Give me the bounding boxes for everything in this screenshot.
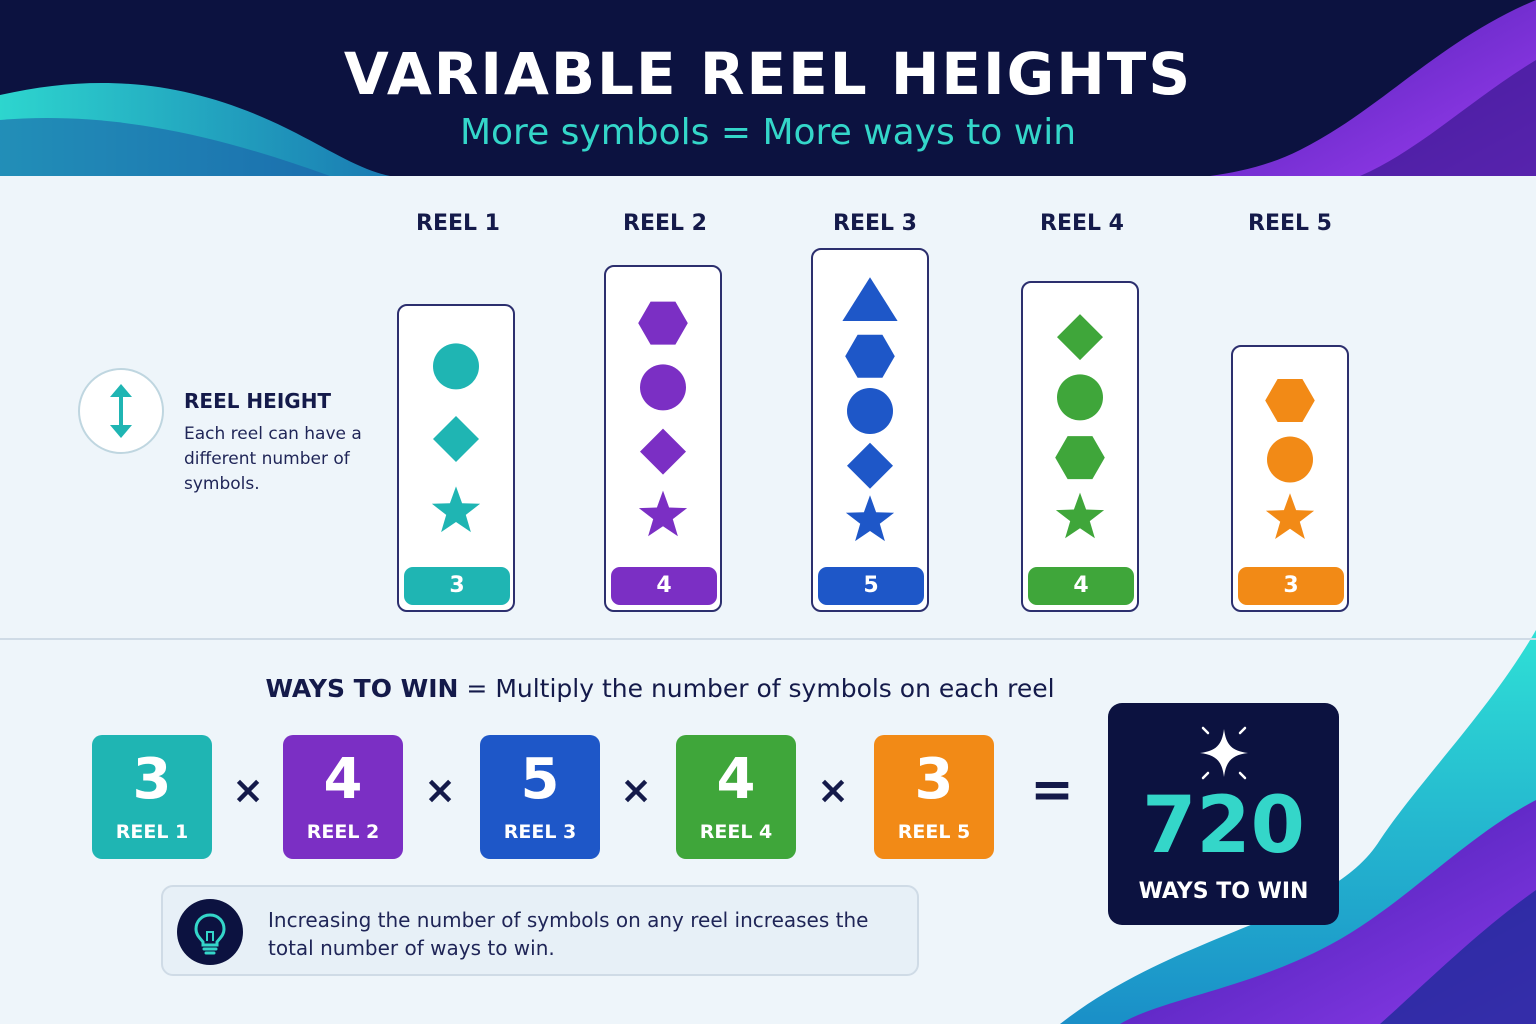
formula-box-reel-1: 3 REEL 1 (92, 735, 212, 859)
hexagon-symbol (638, 301, 688, 345)
reel-label-1: REEL 1 (416, 211, 500, 236)
circle-symbol (433, 343, 479, 390)
diamond-symbol (640, 428, 686, 475)
result-label: WAYS TO WIN (1138, 879, 1309, 904)
star-symbol (431, 486, 481, 533)
triangle-symbol (842, 277, 898, 321)
vertical-arrows-icon (78, 368, 164, 454)
reel-2: 4 (604, 265, 722, 612)
formula-label-5: REEL 5 (897, 821, 971, 843)
reel-4-count: 4 (1028, 567, 1134, 605)
formula-value-3: 5 (520, 747, 560, 812)
circle-symbol (1267, 436, 1313, 483)
equals-sign: = (1030, 760, 1074, 820)
lightbulb-icon (177, 899, 243, 965)
multiply-sign: × (424, 768, 456, 812)
reel-label-2: REEL 2 (623, 211, 707, 236)
star-symbol (638, 490, 688, 537)
formula-box-reel-3: 5 REEL 3 (480, 735, 600, 859)
multiply-sign: × (232, 768, 264, 812)
reel-3-symbols (842, 277, 898, 542)
page-subtitle: More symbols = More ways to win (459, 112, 1077, 153)
reel-label-5: REEL 5 (1248, 211, 1332, 236)
multiply-sign: × (817, 768, 849, 812)
reel-5-count: 3 (1238, 567, 1344, 605)
hexagon-symbol (1055, 436, 1105, 480)
result-box: 720 WAYS TO WIN (1108, 703, 1339, 925)
reel-2-symbols (638, 301, 688, 537)
formula-title-bold: WAYS TO WIN (265, 674, 459, 703)
reel-label-4: REEL 4 (1040, 211, 1124, 236)
tip-box: Increasing the number of symbols on any … (161, 885, 919, 976)
header-banner: VARIABLE REEL HEIGHTS More symbols = Mor… (0, 0, 1536, 176)
formula-title: WAYS TO WIN = Multiply the number of sym… (0, 674, 1320, 703)
formula-box-reel-5: 3 REEL 5 (874, 735, 994, 859)
reel-4-symbols (1055, 314, 1105, 539)
star-symbol (845, 495, 895, 542)
hexagon-symbol (845, 334, 895, 378)
reel-1-count: 3 (404, 567, 510, 605)
tip-text: Increasing the number of symbols on any … (268, 908, 869, 960)
formula-value-2: 4 (323, 747, 363, 812)
formula-box-reel-4: 4 REEL 4 (676, 735, 796, 859)
reel-height-description: Each reel can have a different number of… (184, 424, 362, 494)
reel-1-symbols (431, 343, 481, 533)
star-symbol (1055, 492, 1105, 539)
hexagon-symbol (1265, 379, 1315, 422)
reel-label-3: REEL 3 (833, 211, 917, 236)
formula-value-1: 3 (132, 747, 172, 812)
page-title: VARIABLE REEL HEIGHTS (343, 40, 1193, 108)
formula-label-1: REEL 1 (115, 821, 189, 843)
diamond-symbol (1057, 314, 1103, 361)
reel-1: 3 (397, 304, 515, 612)
formula-value-5: 3 (914, 747, 954, 812)
reel-height-title: REEL HEIGHT (184, 389, 332, 413)
star-symbol (1265, 493, 1315, 539)
formula-box-reel-2: 4 REEL 2 (283, 735, 403, 859)
header-waves (0, 0, 1536, 176)
reel-3: 5 (811, 248, 929, 612)
multiply-sign: × (620, 768, 652, 812)
reel-5-symbols (1265, 379, 1315, 539)
diamond-symbol (433, 416, 479, 462)
diamond-symbol (847, 442, 893, 489)
reel-4: 4 (1021, 281, 1139, 612)
circle-symbol (640, 364, 686, 411)
circle-symbol (1057, 374, 1103, 421)
reel-2-count: 4 (611, 567, 717, 605)
formula-label-3: REEL 3 (503, 821, 577, 843)
circle-symbol (847, 388, 893, 434)
reel-3-count: 5 (818, 567, 924, 605)
reel-5: 3 (1231, 345, 1349, 612)
corner-waves (1060, 630, 1536, 1024)
section-divider (0, 638, 1536, 640)
formula-title-rest: = Multiply the number of symbols on each… (458, 674, 1055, 703)
sparkle-icon (1200, 726, 1248, 780)
formula-value-4: 4 (716, 747, 756, 812)
formula-label-4: REEL 4 (699, 821, 773, 843)
result-value: 720 (1142, 781, 1305, 871)
formula-label-2: REEL 2 (306, 821, 380, 843)
